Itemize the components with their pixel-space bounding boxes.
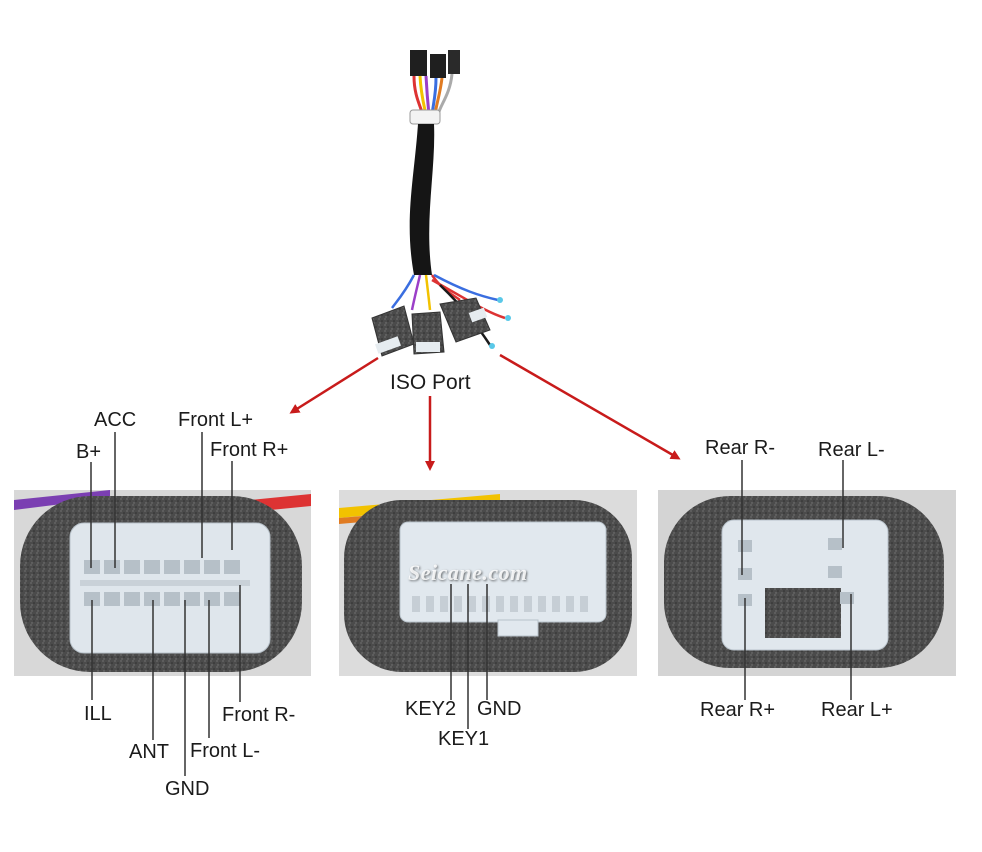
wire-tips bbox=[489, 297, 511, 349]
label-front-l-minus: Front L- bbox=[190, 740, 261, 762]
wire-harness bbox=[371, 50, 511, 357]
arrow-to-left-connector bbox=[289, 356, 379, 414]
middle-leader-lines bbox=[450, 584, 488, 729]
right-connector-photo bbox=[658, 490, 956, 676]
label-gnd-middle: GND bbox=[477, 698, 522, 720]
label-rear-l-plus: Rear L+ bbox=[821, 699, 893, 721]
label-front-r-plus: Front R+ bbox=[210, 439, 289, 461]
label-rear-r-minus: Rear R- bbox=[705, 437, 776, 459]
label-rear-r-plus: Rear R+ bbox=[700, 699, 776, 721]
label-ant: ANT bbox=[129, 741, 169, 763]
label-front-r-minus: Front R- bbox=[222, 704, 296, 726]
label-key2: KEY2 bbox=[405, 698, 457, 720]
label-b-plus: B+ bbox=[76, 441, 102, 463]
left-connector-photo bbox=[14, 490, 311, 676]
label-key1: KEY1 bbox=[438, 728, 490, 750]
braided-sleeve bbox=[409, 124, 435, 275]
middle-connector-photo bbox=[339, 490, 637, 676]
left-leader-lines bbox=[90, 432, 241, 776]
label-ill: ILL bbox=[84, 703, 112, 725]
label-rear-l-minus: Rear L- bbox=[818, 439, 885, 461]
top-plugs bbox=[410, 50, 460, 78]
label-front-l-plus: Front L+ bbox=[178, 409, 254, 431]
top-wires bbox=[412, 73, 454, 116]
right-leader-lines bbox=[741, 460, 852, 700]
iso-sub-plugs bbox=[371, 297, 491, 357]
watermark-logo: Seicane.com bbox=[408, 560, 528, 585]
label-acc: ACC bbox=[94, 409, 137, 431]
arrow-to-right-connector bbox=[499, 353, 681, 460]
cable-label-tag bbox=[409, 109, 441, 125]
hub-label: ISO Port bbox=[390, 371, 471, 394]
label-gnd-left: GND bbox=[165, 778, 210, 800]
